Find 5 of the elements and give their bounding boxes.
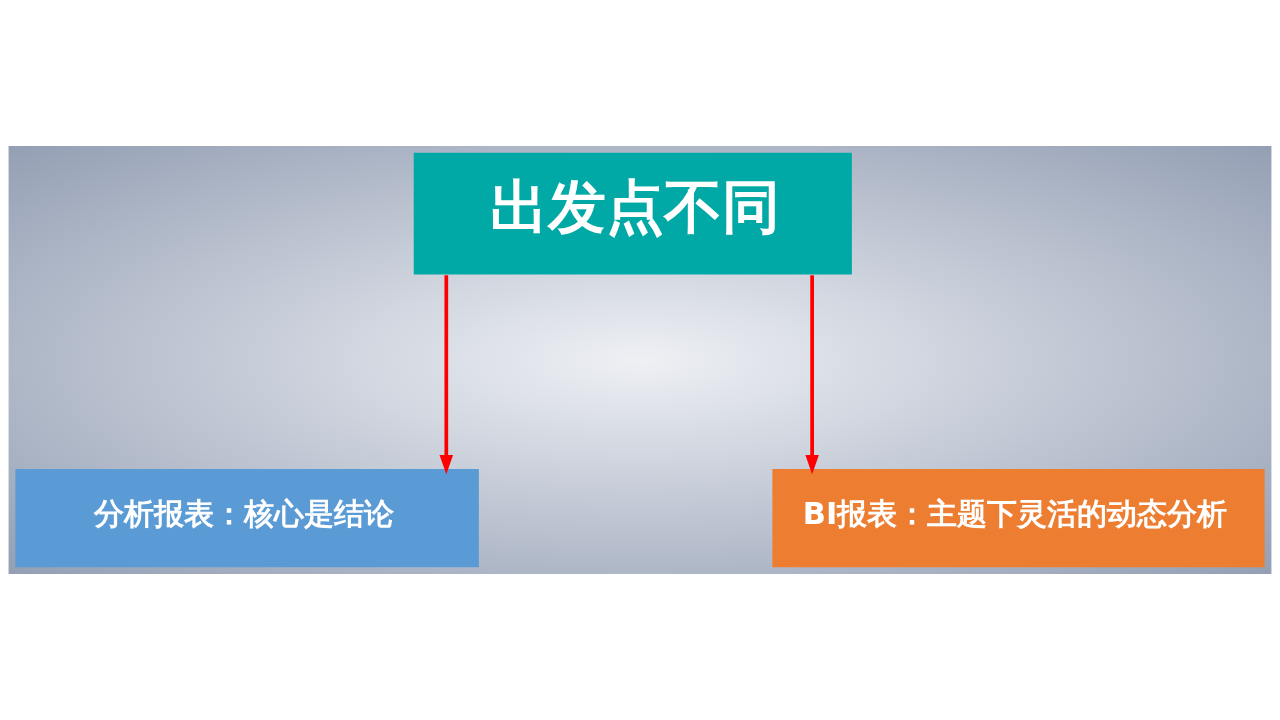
node-box: 分析报表：核心是结论 bbox=[15, 469, 479, 568]
node-box: 出发点不同 bbox=[413, 152, 852, 275]
node-box: BI报表：主题下灵活的动态分析 bbox=[772, 469, 1265, 568]
arrow bbox=[439, 275, 454, 475]
arrow bbox=[805, 275, 819, 475]
